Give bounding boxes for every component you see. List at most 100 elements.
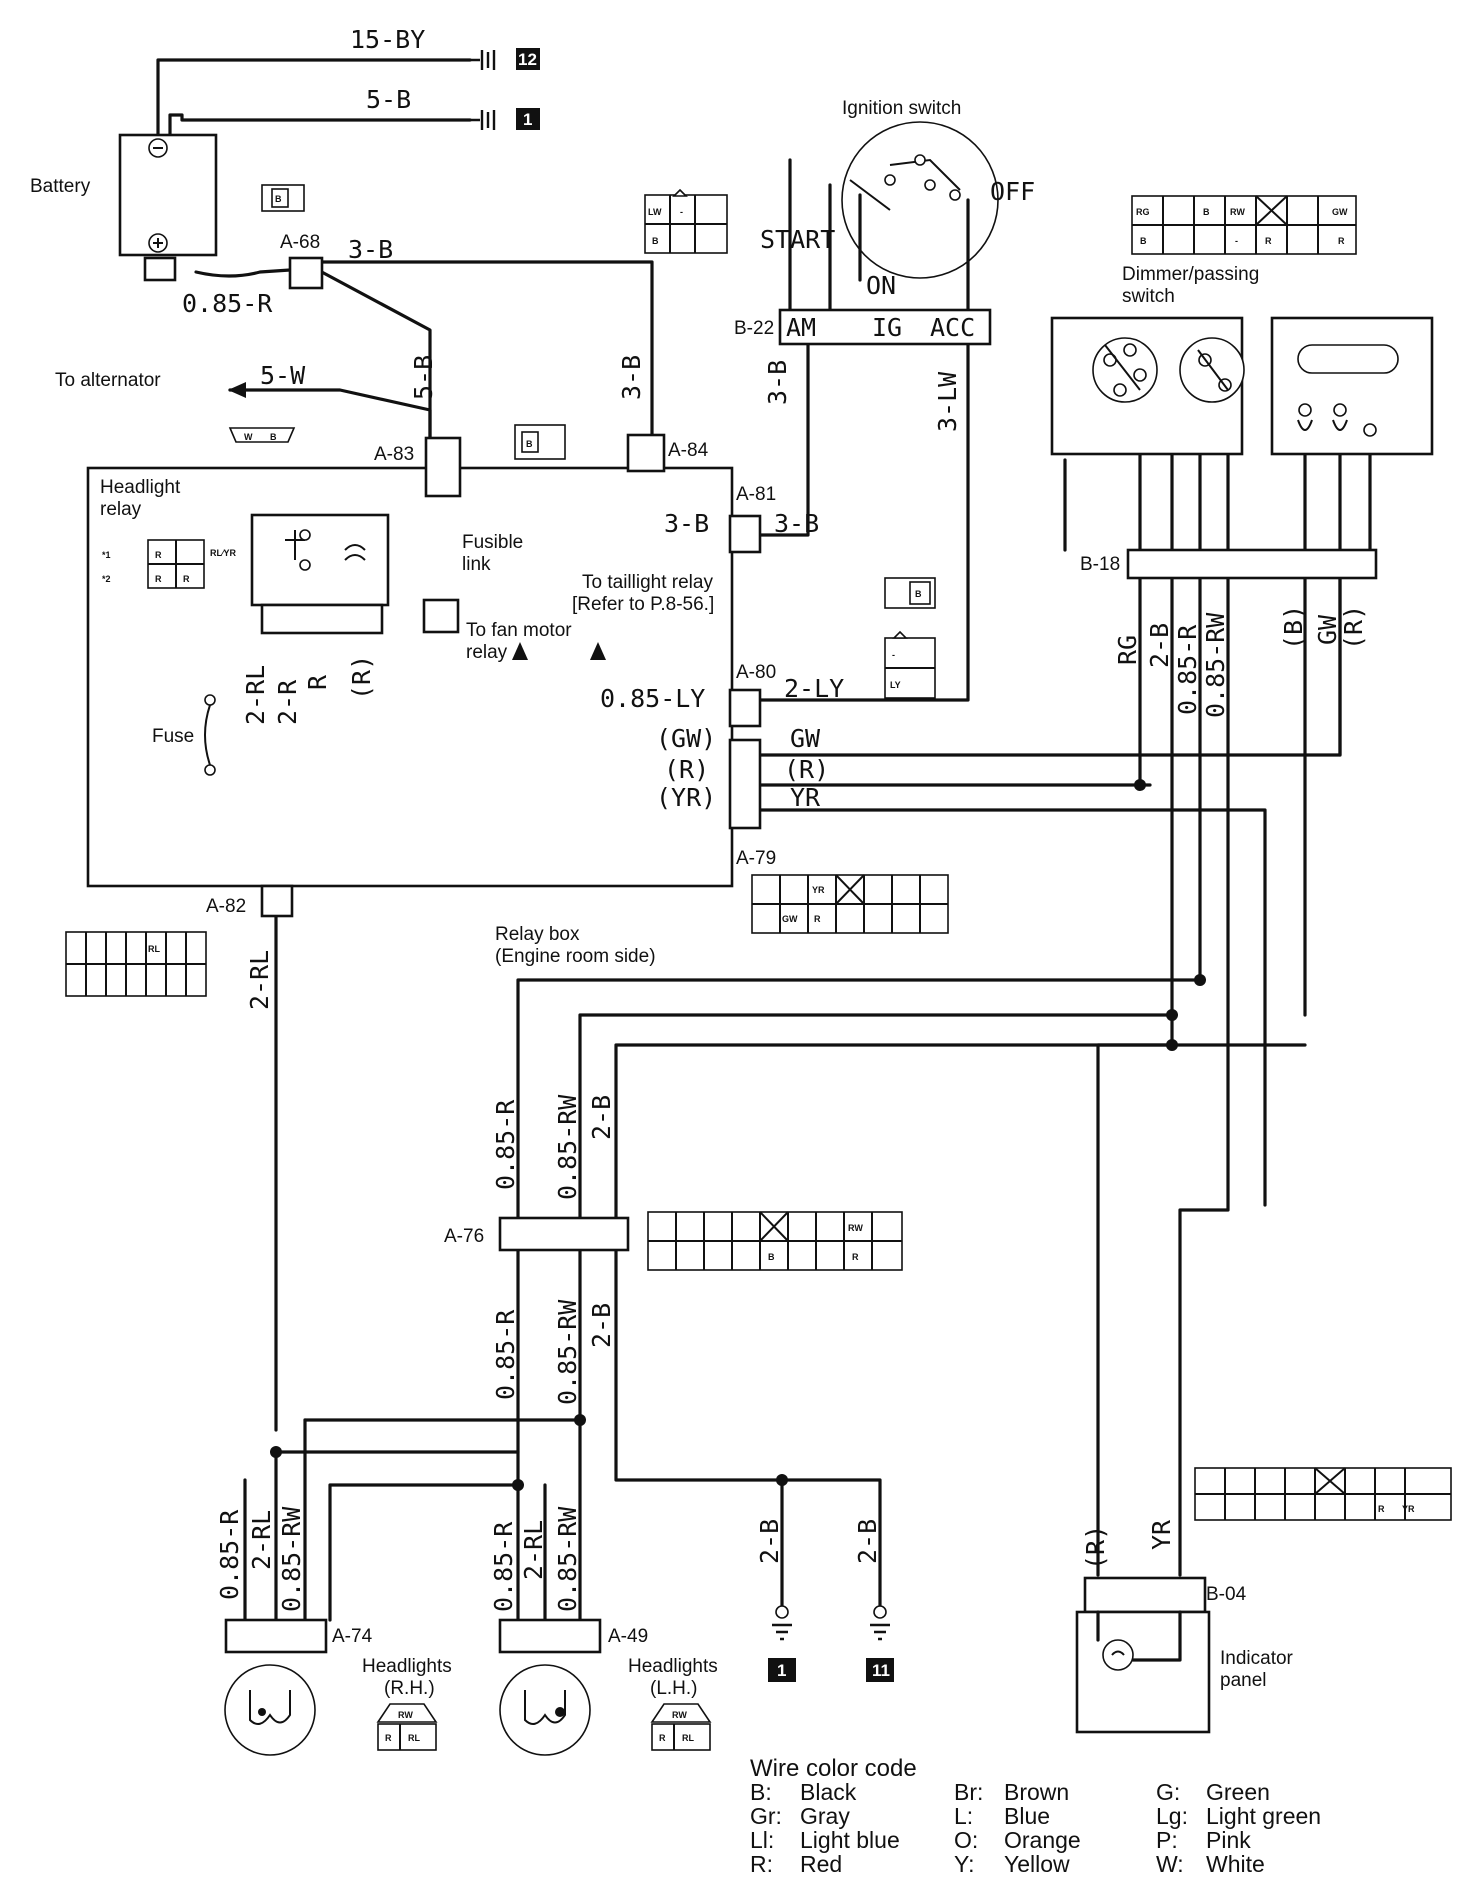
ground-12-top: 12 [518, 50, 537, 69]
svg-text:B:: B: [750, 1779, 772, 1805]
ground-1-top: 1 [523, 110, 532, 129]
svg-text:2-B: 2-B [587, 1095, 616, 1140]
svg-text:R: R [385, 1733, 392, 1743]
svg-text:Light blue: Light blue [800, 1827, 900, 1853]
svg-text:A-76: A-76 [444, 1226, 484, 1247]
svg-text:*1: *1 [102, 550, 111, 560]
svg-text:0.85-RW: 0.85-RW [553, 1299, 582, 1405]
svg-text:3-B: 3-B [617, 355, 646, 400]
svg-text:GW: GW [782, 914, 798, 924]
svg-text:0.85-R: 0.85-R [491, 1309, 520, 1400]
svg-text:2-RL: 2-RL [519, 1520, 548, 1580]
svg-text:RG: RG [1136, 207, 1150, 217]
svg-text:Orange: Orange [1004, 1827, 1081, 1853]
svg-text:GW: GW [1313, 614, 1342, 645]
headlights-rh-label-2: (R.H.) [384, 1678, 435, 1699]
svg-text:R: R [852, 1252, 859, 1262]
svg-text:LW: LW [648, 207, 662, 217]
svg-text:2-R: 2-R [273, 679, 302, 725]
svg-text:R: R [155, 550, 162, 560]
svg-text:A-79: A-79 [736, 848, 776, 869]
fusible-link-label-2: link [462, 554, 491, 575]
svg-text:2-B: 2-B [755, 1519, 784, 1564]
svg-text:YR: YR [1147, 1519, 1176, 1550]
wire-labels: 0.85-R 3-B 5-W 3-B 3-B 0.85-LY 2-LY (GW)… [182, 235, 844, 812]
svg-text:L:: L: [954, 1803, 973, 1829]
svg-text:R: R [155, 574, 162, 584]
indicator-panel-label-2: panel [1220, 1670, 1267, 1691]
connector-icons: B W B B LW - B B - LY YR GW R [65, 184, 1452, 1751]
indicator-panel-label-1: Indicator [1220, 1648, 1294, 1669]
svg-text:(R): (R) [1339, 605, 1368, 650]
ground-11-bottom: 11 [872, 1661, 890, 1680]
svg-text:R: R [1338, 236, 1345, 246]
legend-title: Wire color code [750, 1755, 917, 1782]
svg-text:(GW): (GW) [656, 724, 716, 753]
svg-text:2-LY: 2-LY [784, 674, 844, 703]
svg-text:(R): (R) [1081, 1525, 1110, 1570]
svg-text:A-68: A-68 [280, 232, 320, 253]
relay-box-label-2: (Engine room side) [495, 946, 656, 967]
svg-text:5-B: 5-B [409, 355, 438, 400]
svg-text:Brown: Brown [1004, 1779, 1069, 1805]
svg-text:RL⁄YR: RL⁄YR [210, 548, 237, 558]
svg-text:5-W: 5-W [260, 361, 306, 390]
wire-labels-vertical: 5-B 3-B 3-B 3-LW 2-RL 2-R R (R) 2-RL RG … [215, 355, 1368, 1612]
svg-text:B: B [652, 236, 659, 246]
svg-text:2-B: 2-B [587, 1303, 616, 1348]
svg-text:3-B: 3-B [774, 509, 819, 538]
ign-ig-label: IG [872, 313, 902, 342]
svg-text:0.85-RW: 0.85-RW [553, 1506, 582, 1612]
b18-connector [1126, 548, 1378, 580]
ign-start-label: START [760, 225, 835, 254]
fuse-label: Fuse [152, 726, 194, 747]
svg-text:LY: LY [890, 680, 901, 690]
svg-text:YR: YR [812, 885, 825, 895]
svg-text:0.85-LY: 0.85-LY [600, 684, 705, 713]
wire-15by: 15-BY [350, 25, 425, 54]
svg-text:-: - [1235, 236, 1238, 246]
ignition-switch-label: Ignition switch [842, 98, 961, 119]
svg-text:A-81: A-81 [736, 484, 776, 505]
svg-text:G:: G: [1156, 1779, 1180, 1805]
wire-5b: 5-B [366, 85, 411, 114]
svg-text:*2: *2 [102, 574, 111, 584]
svg-text:B: B [275, 194, 282, 204]
svg-text:B: B [768, 1252, 775, 1262]
svg-text:YR: YR [1402, 1504, 1415, 1514]
svg-text:2-B: 2-B [853, 1519, 882, 1564]
svg-text:-: - [680, 207, 683, 217]
svg-text:R: R [183, 574, 190, 584]
svg-text:3-B: 3-B [348, 235, 393, 264]
indicator-panel [1075, 1576, 1211, 1734]
svg-text:RL: RL [682, 1733, 694, 1743]
svg-text:0.85-RW: 0.85-RW [1201, 612, 1230, 718]
svg-text:2-B: 2-B [1145, 623, 1174, 668]
svg-text:Pink: Pink [1206, 1827, 1251, 1853]
svg-text:A-80: A-80 [736, 662, 776, 683]
svg-text:RW: RW [398, 1710, 413, 1720]
svg-text:R: R [303, 674, 332, 690]
svg-text:(R): (R) [347, 655, 376, 700]
svg-text:0.85-R: 0.85-R [182, 289, 273, 318]
svg-text:3-B: 3-B [664, 509, 709, 538]
svg-text:Black: Black [800, 1779, 857, 1805]
svg-text:W:: W: [1156, 1851, 1184, 1877]
dimmer-switch: Dimmer/passing switch [1050, 264, 1434, 456]
svg-text:A-83: A-83 [374, 444, 414, 465]
taillight-relay-label-2: [Refer to P.8-56.] [572, 594, 714, 615]
svg-text:Gr:: Gr: [750, 1803, 782, 1829]
headlight-relay-label-2: relay [100, 499, 142, 520]
headlights-lh-label-2: (L.H.) [650, 1678, 698, 1699]
svg-text:2-RL: 2-RL [247, 1510, 276, 1570]
ground-1-bottom: 1 [777, 1661, 786, 1680]
svg-text:0.85-RW: 0.85-RW [277, 1506, 306, 1612]
fan-motor-label-1: To fan motor [466, 620, 572, 641]
taillight-relay-label-1: To taillight relay [582, 572, 713, 593]
svg-text:Y:: Y: [954, 1851, 974, 1877]
headlight-relay-label-1: Headlight [100, 477, 181, 498]
svg-text:GW: GW [1332, 207, 1348, 217]
dimmer-switch-label-2: switch [1122, 286, 1175, 307]
svg-text:RL: RL [148, 944, 160, 954]
